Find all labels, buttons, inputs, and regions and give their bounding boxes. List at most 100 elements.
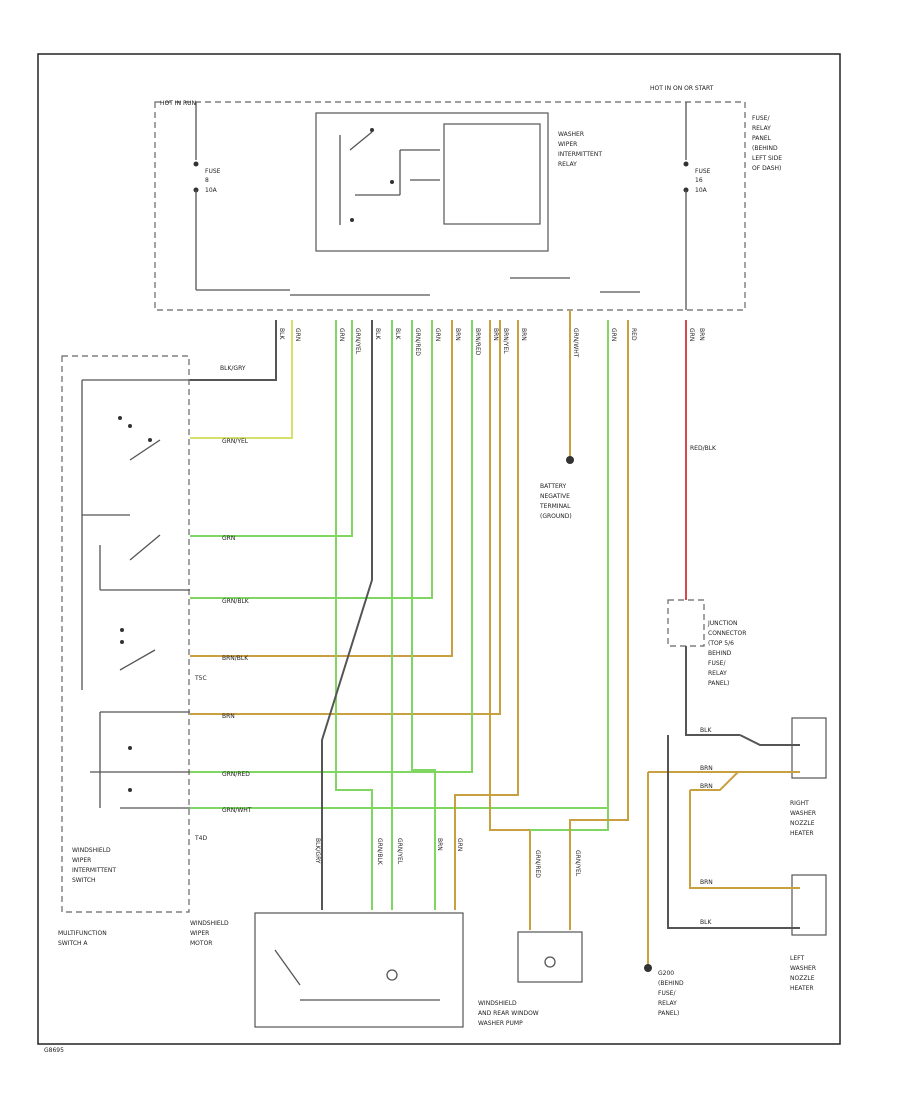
svg-text:FUSE: FUSE [695,168,711,175]
svg-text:WIPER: WIPER [190,930,209,937]
svg-text:FUSE/: FUSE/ [708,660,726,667]
diagram-frame [37,53,841,1045]
pump-motor-symbol [544,956,556,968]
svg-text:INTERMITTENT: INTERMITTENT [72,867,116,874]
svg-text:NEGATIVE: NEGATIVE [540,493,570,500]
top-wire-label: BRN [698,328,705,341]
right-nozzle-heater [791,717,827,779]
svg-text:CONNECTOR: CONNECTOR [708,630,746,637]
wire-brn-switch [190,320,501,715]
wire-grn-blk-label: GRN/BLK [222,598,250,605]
wire-grn-blk-motor [411,320,436,910]
connector-t4d: T4D [194,835,207,842]
svg-text:FUSE/: FUSE/ [752,115,770,122]
svg-text:RELAY: RELAY [558,161,577,168]
wire-blk-right-heater [739,734,800,746]
junction-connector-outline [667,599,705,647]
svg-text:(BEHIND: (BEHIND [658,980,684,987]
top-wire-label: BRN [520,328,527,341]
wire-grn-yel-label: GRN/YEL [222,438,249,445]
wire-red-blk-label: RED/BLK [690,445,717,452]
washer-pump-label: WINDSHIELD AND REAR WINDOW WASHER PUMP [478,1000,539,1027]
heater-wire-label: BRN [700,765,713,772]
svg-text:WASHER PUMP: WASHER PUMP [478,1020,523,1027]
svg-text:WASHER: WASHER [790,965,816,972]
wire-grn-motor [335,320,373,910]
svg-text:FUSE: FUSE [205,168,221,175]
pump-wire-label: GRN/RED [534,850,541,878]
svg-text:WINDSHIELD: WINDSHIELD [190,920,229,927]
svg-text:AND REAR WINDOW: AND REAR WINDOW [478,1010,539,1017]
top-wire-label: BRN/YEL [502,328,509,354]
fuse-relay-panel-label: FUSE/ RELAY PANEL (BEHIND LEFT SIDE OF D… [752,115,782,172]
svg-text:JUNCTION: JUNCTION [707,620,737,627]
svg-text:NOZZLE: NOZZLE [790,975,815,982]
wire-blk-junction [685,646,740,736]
svg-text:RELAY: RELAY [708,670,727,677]
top-wire-label: BRN [492,328,499,341]
heater-wire-label: BRN [700,879,713,886]
top-wire-label: BRN/RED [474,328,481,356]
svg-text:10A: 10A [205,187,218,194]
svg-text:MOTOR: MOTOR [190,940,212,947]
washer-wiper-relay: WASHER WIPER INTERMITTENT RELAY [315,112,602,252]
svg-text:10A: 10A [695,187,708,194]
svg-text:PANEL): PANEL) [658,1010,679,1017]
svg-text:NOZZLE: NOZZLE [790,820,815,827]
top-wire-label: RED [630,328,637,341]
motor-wire-label: GRN [456,838,463,851]
wire-grn-switch [190,320,353,537]
wire-brn-pump-a [489,320,531,930]
svg-text:WASHER: WASHER [790,810,816,817]
fuse-relay-panel-outline [154,101,746,311]
fuse-8: FUSE 8 10A [193,102,221,290]
multifunction-label: MULTIFUNCTION SWITCH A [58,930,107,947]
motor-wire-label: BRN [436,838,443,851]
fuse-16: FUSE 16 10A [683,102,711,310]
top-wire-label: GRN [610,328,617,341]
wire-brn-heater-link [690,771,739,791]
wire-grn-pump [530,808,609,831]
svg-text:LEFT SIDE: LEFT SIDE [752,155,782,162]
svg-text:RELAY: RELAY [752,125,771,132]
windshield-wiper-motor [254,912,464,1028]
wire-blk-motor [321,320,373,910]
heater-wire-label: BRN [700,783,713,790]
switch-outline [61,355,190,913]
top-wire-label: BLK [374,328,381,340]
wire-grn-wht-label: GRN/WHT [222,807,252,814]
wiper-motor-label: WINDSHIELD WIPER MOTOR [190,920,229,947]
g200-label: G200 (BEHIND FUSE/ RELAY PANEL) [658,970,684,1017]
right-heater-label: RIGHT WASHER NOZZLE HEATER [790,800,816,837]
svg-text:HEATER: HEATER [790,830,814,837]
top-wire-label: BLK [394,328,401,340]
wire-grn-red-label: GRN/RED [222,771,250,778]
top-wire-label: GRN [688,328,695,341]
left-nozzle-heater [791,874,827,936]
svg-text:RELAY: RELAY [658,1000,677,1007]
svg-text:(BEHIND: (BEHIND [752,145,778,152]
svg-text:WASHER: WASHER [558,131,584,138]
wire-grn-switch-label: GRN [222,535,235,542]
g200-ground-point [644,964,652,972]
wire-grn-yel-pump [569,320,629,930]
svg-text:INTERMITTENT: INTERMITTENT [558,151,602,158]
svg-text:WINDSHIELD: WINDSHIELD [72,847,111,854]
wire-grn-wht [190,320,609,809]
svg-text:G200: G200 [658,970,674,977]
wire-brn-blk-label: BRN/BLK [222,655,249,662]
svg-text:WIPER: WIPER [558,141,577,148]
wire-blk-gry-label: BLK/GRY [220,365,246,372]
svg-text:BEHIND: BEHIND [708,650,732,657]
washer-pump [517,931,583,983]
wire-grn-yel [190,320,293,439]
svg-text:FUSE/: FUSE/ [658,990,676,997]
svg-text:RIGHT: RIGHT [790,800,809,807]
svg-text:WIPER: WIPER [72,857,91,864]
svg-text:WINDSHIELD: WINDSHIELD [478,1000,517,1007]
svg-text:(GROUND): (GROUND) [540,513,572,520]
